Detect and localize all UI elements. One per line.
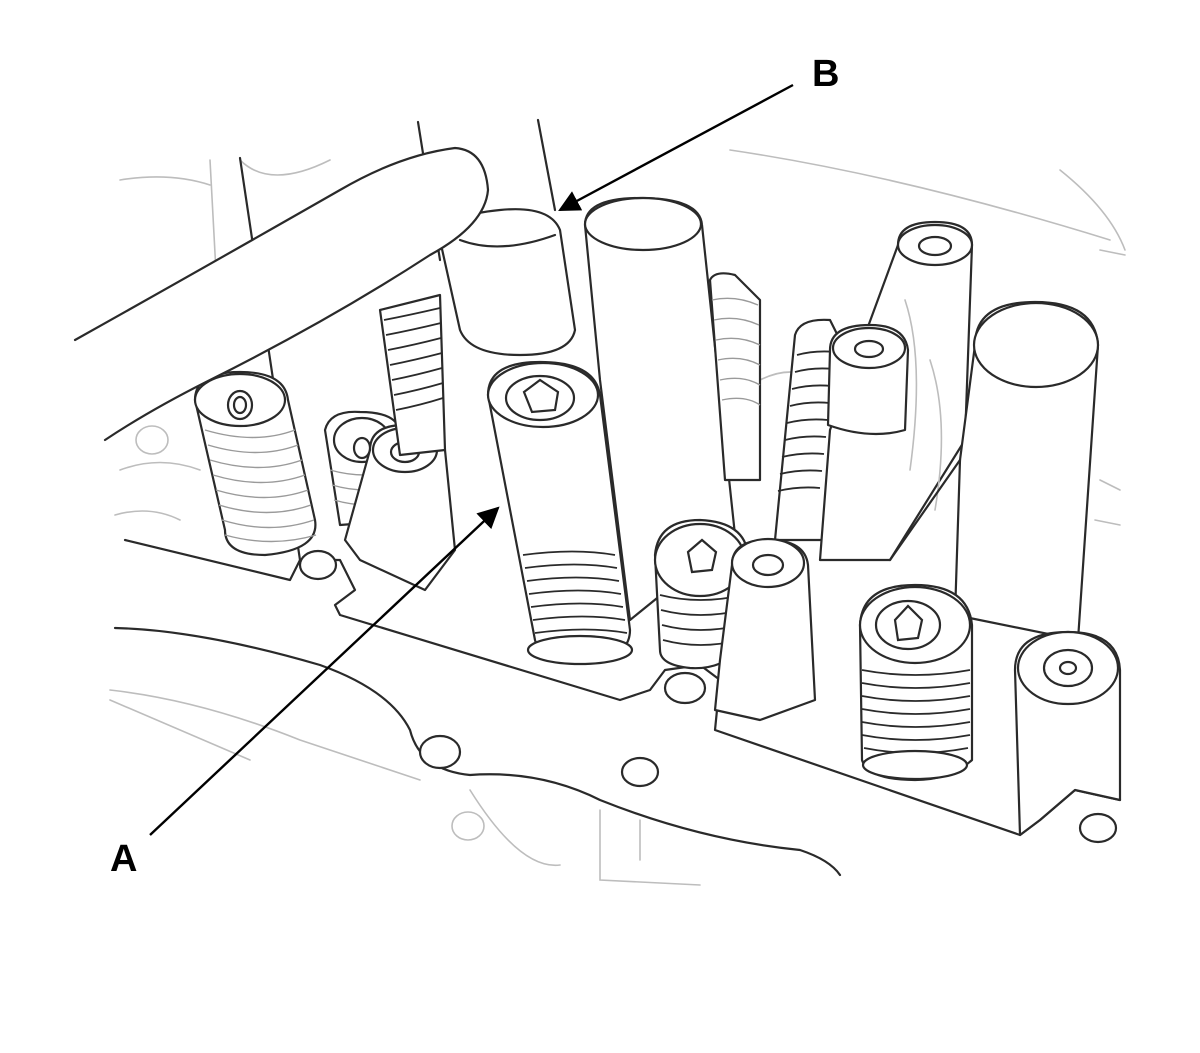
- callout-label-a: A: [110, 838, 138, 880]
- valve-spring-right: [858, 583, 974, 782]
- tall-cylinder-center: [583, 196, 737, 622]
- leader-line-b: [558, 83, 794, 212]
- callout-label-b: B: [812, 53, 840, 95]
- tool-a-socket: [486, 360, 632, 664]
- rocker-post-center: [713, 537, 817, 722]
- tapered-coil-mid: [708, 272, 762, 482]
- leader-line-a: [149, 506, 500, 836]
- compressor-lever: [73, 146, 490, 442]
- valve-spring-left: [193, 370, 317, 557]
- tall-cylinder-right: [888, 300, 1100, 642]
- tapered-coil-center: [378, 293, 447, 457]
- rocker-bracket-right: [818, 220, 974, 562]
- rocker-post-right: [1013, 630, 1122, 837]
- valve-spring-compressed-a: [522, 550, 634, 666]
